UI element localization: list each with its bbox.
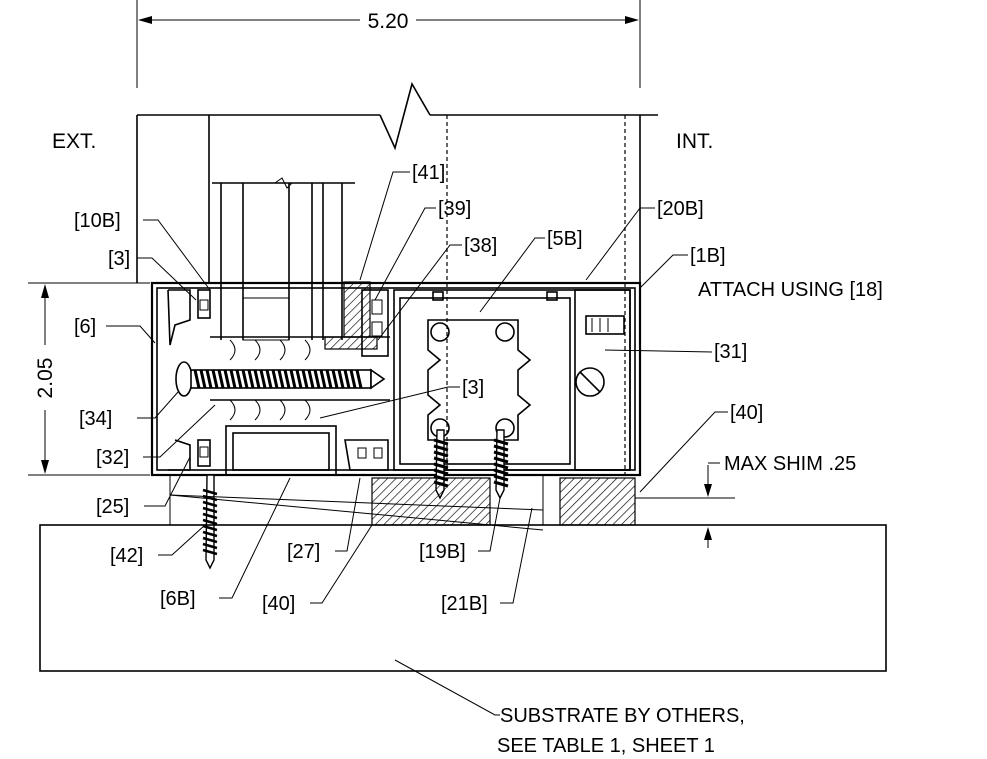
callout-41: [41] [412,162,445,184]
callout-20b: [20B] [657,198,704,220]
callout-42: [42] [110,545,143,567]
fastener-screw [175,361,386,397]
callout-39: [39] [438,198,471,220]
setting-block [343,281,371,338]
callout-3-mid: [3] [462,377,484,399]
callout-leaders [106,171,728,716]
callout-10b: [10B] [74,210,121,232]
substrate-note-line1: SUBSTRATE BY OTHERS, [500,705,745,727]
sill-frame [150,281,642,477]
callout-6: [6] [74,316,96,338]
max-shim-dimension [635,462,735,548]
callout-34: [34] [79,408,112,430]
callout-5b: [5B] [547,228,583,250]
callout-21b: [21B] [441,593,488,615]
interior-label: INT. [676,130,713,153]
width-dimension-label: 5.20 [368,10,409,33]
frame-outline [136,81,658,475]
shim-left [371,477,491,526]
callout-3-top: [3] [108,248,130,270]
callout-19b: [19B] [419,541,466,563]
max-shim-label: MAX SHIM .25 [724,453,856,475]
substrate [39,524,887,672]
callout-31: [31] [714,341,747,363]
glass-panels [212,177,355,341]
width-dimension: 5.20 [136,0,641,88]
height-dimension-label: 2.05 [34,358,57,399]
shim-right [559,477,636,526]
callout-27: [27] [287,541,320,563]
attach-note: ATTACH USING [18] [698,279,883,301]
setting-block-lower [324,336,378,350]
callout-6b: [6B] [160,588,196,610]
exterior-label: EXT. [52,130,96,153]
substrate-note-line2: SEE TABLE 1, SHEET 1 [497,735,715,757]
callout-40-right: [40] [730,402,763,424]
callout-40-bottom: [40] [262,593,295,615]
callout-38: [38] [464,235,497,257]
callout-1b: [1B] [690,245,726,267]
callout-32: [32] [96,447,129,469]
height-dimension: 2.05 [28,282,150,476]
callout-25: [25] [96,496,129,518]
